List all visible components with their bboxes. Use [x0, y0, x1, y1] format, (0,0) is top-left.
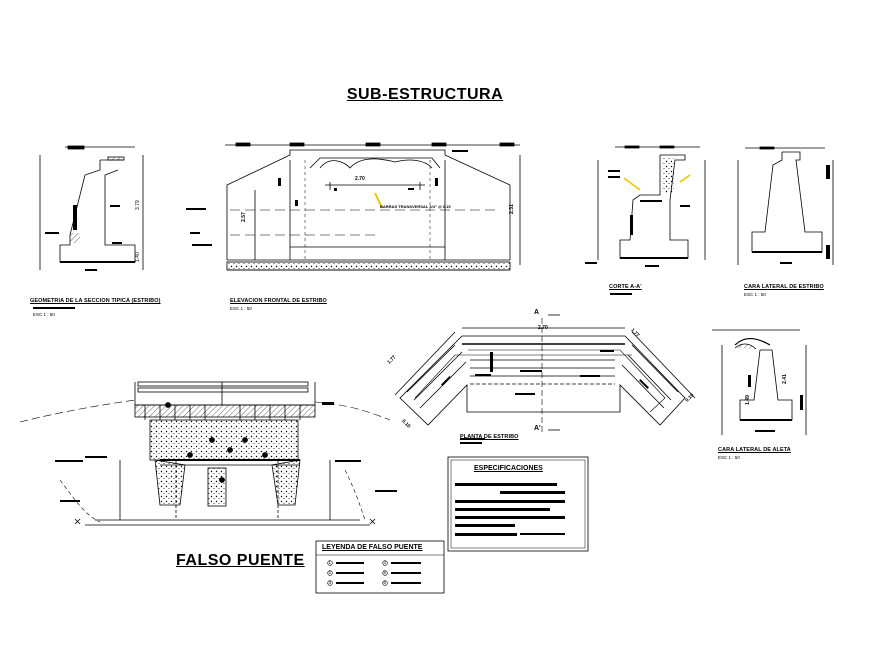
- dim-elev-height: 2.57: [240, 212, 247, 222]
- dim-elev-top: 2.70: [355, 176, 365, 182]
- caption-bars: [33, 293, 632, 444]
- legend-item-1: 1: [328, 560, 332, 565]
- legend-title: LEYENDA DE FALSO PUENTE: [322, 544, 423, 551]
- scale-cara-estribo: ESC 1 : 50: [744, 292, 766, 297]
- legend-item-2: 2: [328, 570, 332, 575]
- view-cara-estribo: [737, 146, 834, 265]
- dim-aleta-h: 2.41: [781, 374, 788, 384]
- caption-planta: PLANTA DE ESTRIBO: [460, 434, 519, 440]
- caption-cara-aleta: CARA LATERAL DE ALETA: [718, 447, 791, 453]
- page-title: SUB-ESTRUCTURA: [346, 86, 504, 103]
- view-elevacion-frontal: [186, 142, 521, 271]
- caption-geometria: GEOMETRIA DE LA SECCION TIPICA (ESTRIBO): [30, 298, 161, 304]
- svg-text:1.40: 1.40: [135, 252, 141, 262]
- legend-item-4: 4: [383, 560, 387, 565]
- view-falso-puente: [19, 381, 397, 526]
- view-geometria-seccion: 3.79 1.40: [39, 145, 144, 271]
- falso-puente-title: FALSO PUENTE: [176, 552, 305, 569]
- specs-panel: [447, 456, 589, 552]
- legend-panel: [315, 540, 445, 594]
- caption-elevacion: ELEVACION FRONTAL DE ESTRIBO: [230, 298, 327, 304]
- section-mark-a-prime: A': [534, 425, 541, 432]
- legend-item-6: 6: [383, 580, 387, 585]
- scale-cara-aleta: ESC 1 : 50: [718, 455, 740, 460]
- elev-note: BARRAS TRANSVERSAL 3/4" @ 0.15: [380, 204, 451, 209]
- svg-text:3.79: 3.79: [135, 200, 141, 210]
- view-cara-aleta: [712, 329, 807, 435]
- dim-elev-right: 2.31: [508, 204, 515, 214]
- view-planta: [394, 314, 696, 440]
- dim-aleta-h2: 1.49: [744, 395, 751, 405]
- caption-corte: CORTE A-A': [609, 284, 642, 290]
- scale-geometria: ESC 1 : 50: [33, 312, 55, 317]
- legend-item-5: 5: [383, 570, 387, 575]
- scale-elevacion: ESC 1 : 50: [230, 306, 252, 311]
- legend-item-3: 3: [328, 580, 332, 585]
- specs-title: ESPECIFICACIONES: [474, 465, 543, 472]
- view-corte: [585, 145, 706, 267]
- dim-planta-top: 2.70: [538, 325, 548, 331]
- section-mark-a: A: [534, 309, 540, 316]
- caption-cara-estribo: CARA LATERAL DE ESTRIBO: [744, 284, 824, 290]
